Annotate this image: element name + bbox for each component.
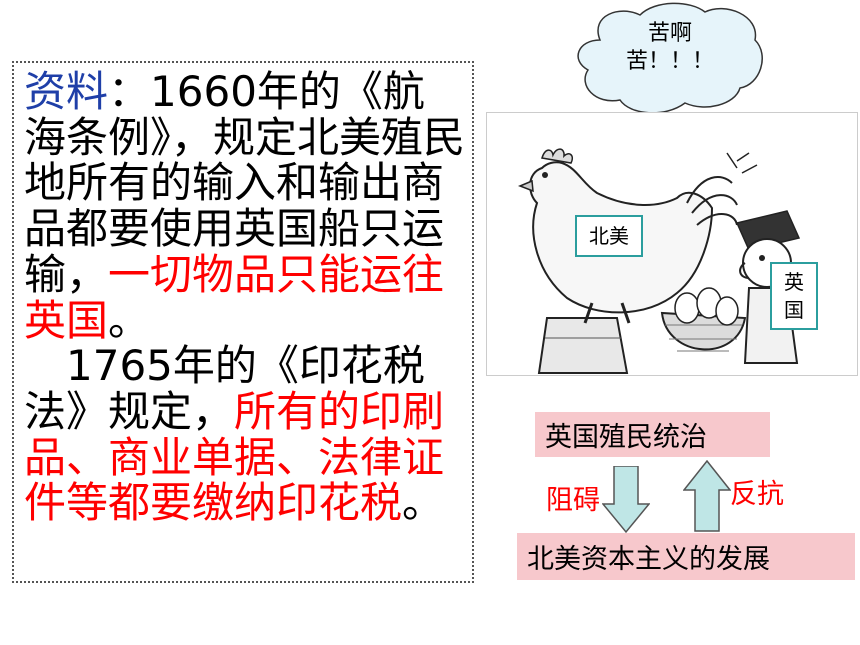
- british-colonial-rule-text: 英国殖民统治: [545, 422, 707, 453]
- label-britain-line-2: 国: [784, 298, 804, 322]
- navigation-acts-end: 。: [108, 295, 151, 345]
- thought-bubble-line-1: 苦啊: [647, 21, 692, 46]
- stamp-act-text: 1765年的《印花税法》规定，: [24, 341, 425, 436]
- british-colonial-rule-box: 英国殖民统治: [535, 412, 770, 457]
- label-britain-line-1: 英: [784, 270, 804, 294]
- north-american-capitalism-text: 北美资本主义的发展: [527, 544, 770, 575]
- arrow-down-icon: [602, 466, 650, 534]
- label-north-america-text: 北美: [589, 224, 629, 248]
- material-text-box: 资料：1660年的《航海条例》，规定北美殖民地所有的输入和输出商品都要使用英国船…: [12, 61, 474, 583]
- label-north-america: 北美: [575, 215, 643, 257]
- material-colon: ：: [108, 67, 151, 116]
- stamp-act-end: 。: [402, 478, 445, 528]
- navigation-acts-highlight: 一切物品只能运往英国: [24, 249, 445, 345]
- hinder-label: 阻碍: [546, 485, 600, 516]
- cartoon-illustration: [486, 112, 858, 376]
- label-britain: 英 国: [770, 262, 818, 330]
- material-label: 资料: [24, 67, 109, 116]
- thought-bubble-line-2: 苦！！！: [625, 49, 714, 74]
- stamp-act-indent: [24, 341, 66, 390]
- hen-and-farmer-drawing: [517, 148, 801, 374]
- stamp-act-highlight: 所有的印刷品、商业单据、法律证件等都要缴纳印花税: [24, 386, 445, 528]
- arrow-up-icon: [683, 460, 731, 532]
- thought-bubble-text: 苦啊 苦！！！: [600, 20, 740, 76]
- navigation-acts-text: 1660年的《航海条例》，规定北美殖民地所有的输入和输出商品都要使用英国船只运输…: [24, 67, 466, 299]
- resist-label: 反抗: [730, 479, 784, 510]
- north-american-capitalism-box: 北美资本主义的发展: [517, 533, 855, 580]
